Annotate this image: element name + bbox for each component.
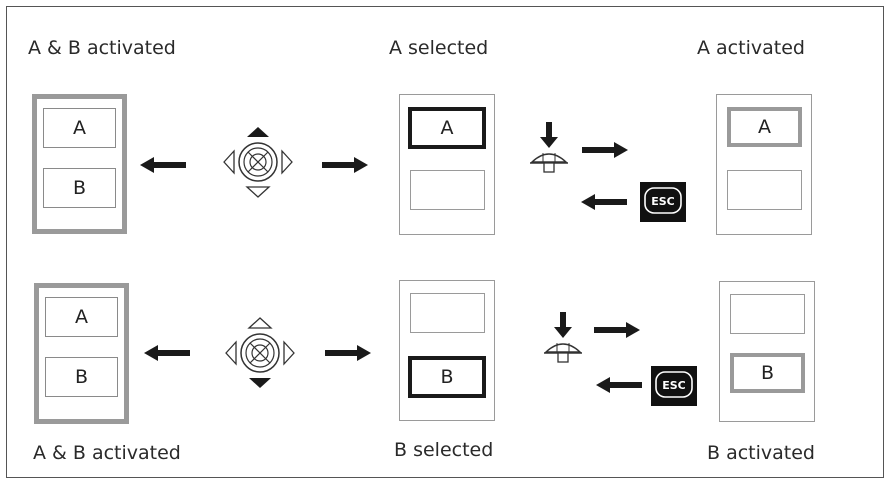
slot-a-activated: A — [727, 107, 802, 147]
slot-a-empty — [410, 293, 485, 333]
slot-b-activated: B — [730, 353, 805, 393]
arrow-right-icon — [325, 345, 371, 361]
slot-a-label: A — [440, 117, 454, 139]
panel-b-activated: B — [719, 281, 815, 422]
slot-b-label: B — [760, 362, 775, 384]
panel-a-selected: A — [399, 94, 495, 235]
slot-b: B — [43, 168, 116, 208]
esc-key-label: ESC — [651, 195, 675, 208]
arrow-right-icon — [582, 142, 628, 158]
slot-b-label: B — [72, 177, 87, 199]
slot-a-label: A — [73, 117, 86, 139]
panel-a-activated: A — [716, 94, 812, 235]
slot-b: B — [45, 357, 118, 397]
panel-ab-activated-bottom: A B — [34, 283, 129, 424]
arrow-left-icon — [140, 157, 186, 173]
slot-b-empty — [410, 170, 485, 210]
caption-bottom-left: A & B activated — [33, 442, 181, 464]
slot-b-empty — [727, 170, 802, 210]
arrow-left-icon — [581, 194, 627, 210]
panel-b-selected: B — [399, 280, 495, 421]
caption-top-left: A & B activated — [28, 37, 176, 59]
esc-key-label: ESC — [662, 379, 686, 392]
slot-a-selected: A — [408, 107, 486, 149]
diagram-frame — [6, 6, 884, 478]
slot-b-selected: B — [408, 356, 486, 398]
arrow-left-icon — [144, 345, 190, 361]
slot-b-label: B — [74, 366, 89, 388]
slot-a-label: A — [75, 306, 88, 328]
slot-b-label: B — [440, 366, 454, 388]
arrow-left-icon — [596, 377, 642, 393]
esc-key-icon: ESC — [640, 182, 686, 222]
slot-a-empty — [730, 294, 805, 334]
caption-bottom-middle: B selected — [394, 439, 494, 461]
joystick-down-icon — [225, 317, 295, 388]
arrow-right-icon — [594, 322, 640, 338]
panel-ab-activated-top: A B — [32, 94, 127, 234]
slot-a: A — [45, 297, 118, 337]
press-button-icon — [544, 312, 582, 363]
slot-a: A — [43, 108, 116, 148]
esc-key-icon: ESC — [651, 366, 697, 406]
press-button-icon — [530, 122, 568, 173]
joystick-up-icon — [223, 127, 293, 198]
caption-top-middle: A selected — [389, 37, 489, 59]
slot-a-label: A — [758, 116, 771, 138]
caption-bottom-right: B activated — [707, 442, 815, 464]
caption-top-right: A activated — [697, 37, 805, 59]
arrow-right-icon — [322, 157, 368, 173]
